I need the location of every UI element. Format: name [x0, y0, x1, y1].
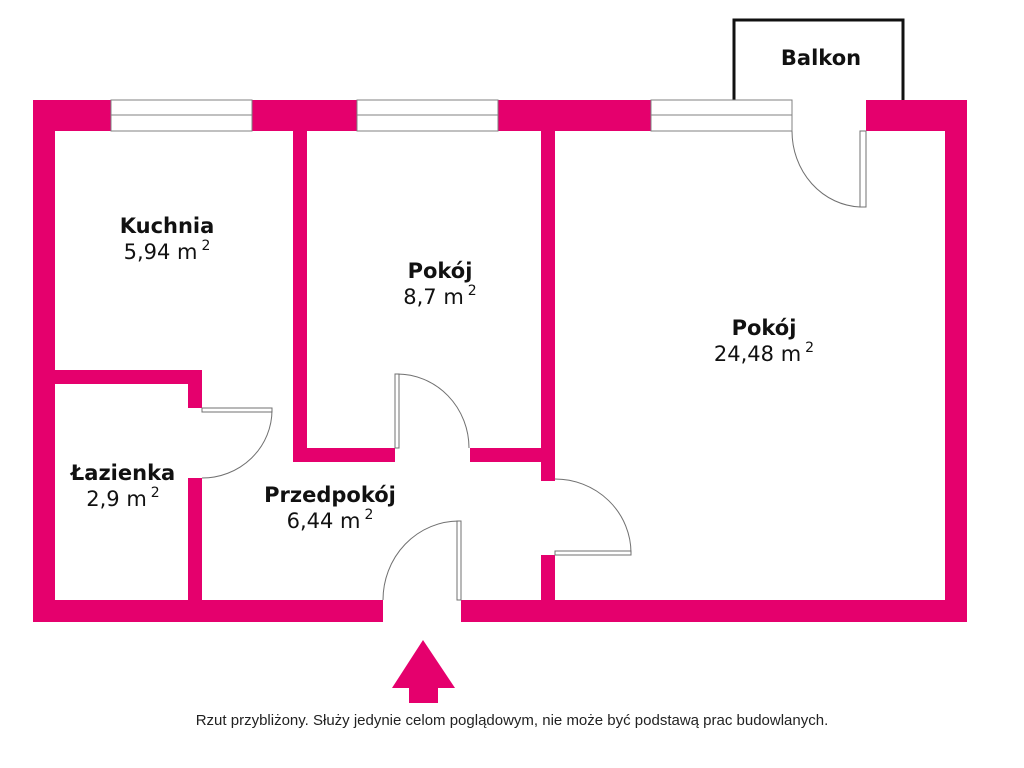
outer-walls [33, 100, 967, 622]
room-name: Kuchnia [119, 214, 215, 238]
doors [201, 130, 867, 601]
entrance-arrow-icon [392, 640, 455, 703]
room-name: Przedpokój [264, 483, 396, 507]
balcony-label: Balkon [780, 46, 862, 70]
room-name: Pokój [731, 316, 797, 340]
room-name: Łazienka [70, 461, 176, 485]
balcony-outline [732, 18, 905, 101]
disclaimer-text: Rzut przybliżony. Służy jedynie celom po… [195, 712, 829, 729]
windows [110, 99, 793, 132]
room-name: Pokój [407, 259, 473, 283]
interior-walls [55, 131, 555, 605]
